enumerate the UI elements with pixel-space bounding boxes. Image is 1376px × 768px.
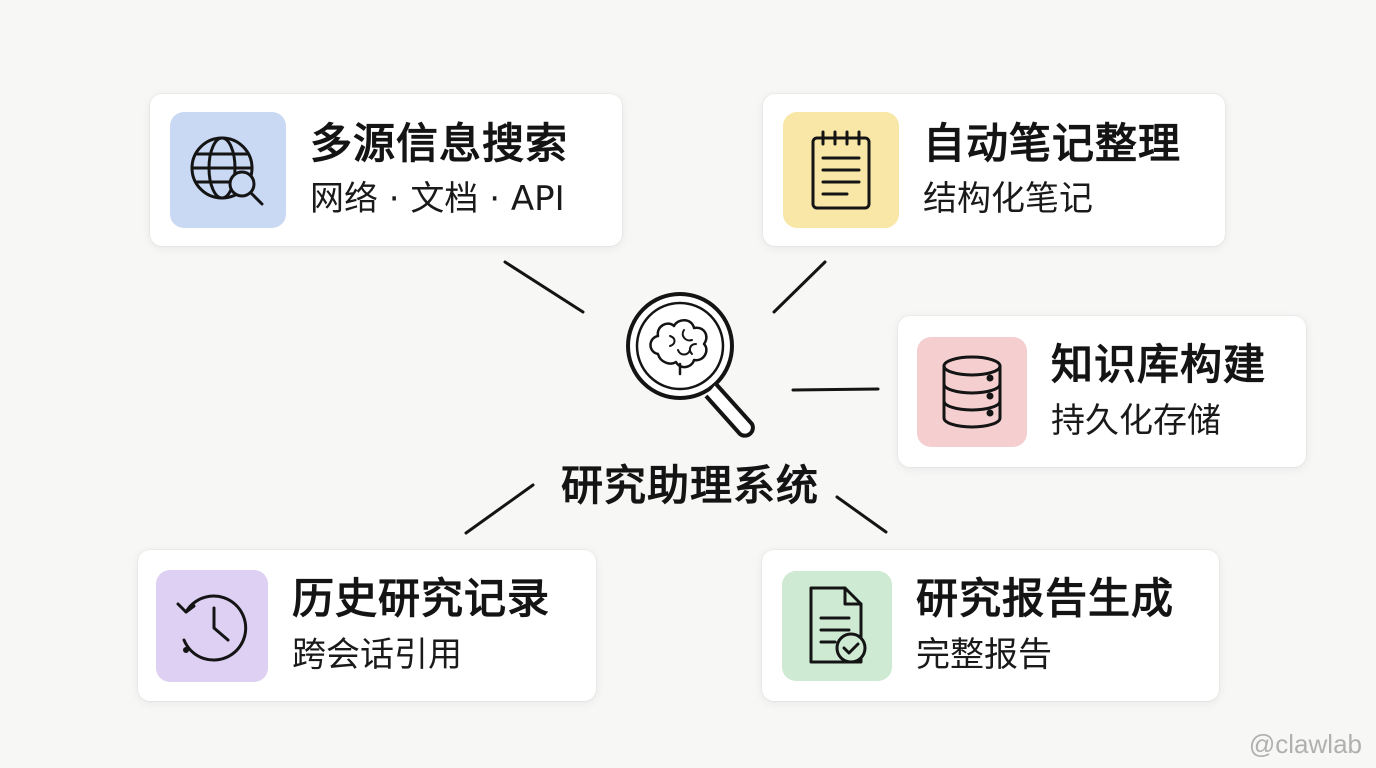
document-check-icon [809,586,867,663]
feature-subtitle-report: 完整报告 [916,634,1052,675]
feature-card-kb: 知识库构建 持久化存储 [898,316,1306,467]
icon-box-search [170,112,286,228]
connector-notes [772,260,827,314]
connector-report [835,495,888,534]
watermark: @clawlab [1248,729,1362,759]
feature-card-history: 历史研究记录 跨会话引用 [138,550,596,701]
icon-box-kb [917,336,1027,447]
icon-box-notes [783,112,899,228]
feature-subtitle-search: 网络 · 文档 · API [310,179,565,220]
feature-title-history: 历史研究记录 [292,574,551,624]
connector-kb [791,387,880,392]
brain-magnifier-icon [626,292,755,438]
connector-search [503,260,585,314]
globe-search-icon [190,136,264,206]
center-title: 研究助理系统 [560,461,819,510]
feature-card-search: 多源信息搜索 网络 · 文档 · API [150,94,622,246]
feature-title-notes: 自动笔记整理 [923,118,1182,168]
feature-title-report: 研究报告生成 [916,574,1175,624]
feature-card-notes: 自动笔记整理 结构化笔记 [763,94,1225,246]
feature-title-search: 多源信息搜索 [310,118,569,168]
history-clock-icon [176,594,248,662]
icon-box-history [156,569,268,682]
feature-card-report: 研究报告生成 完整报告 [762,550,1219,701]
feature-subtitle-kb: 持久化存储 [1051,400,1221,441]
feature-subtitle-history: 跨会话引用 [292,634,462,675]
icon-box-report [782,570,892,681]
database-icon [942,355,1002,428]
feature-subtitle-notes: 结构化笔记 [923,179,1093,220]
notepad-icon [811,130,871,210]
connector-history [464,483,535,535]
feature-title-kb: 知识库构建 [1051,340,1267,390]
